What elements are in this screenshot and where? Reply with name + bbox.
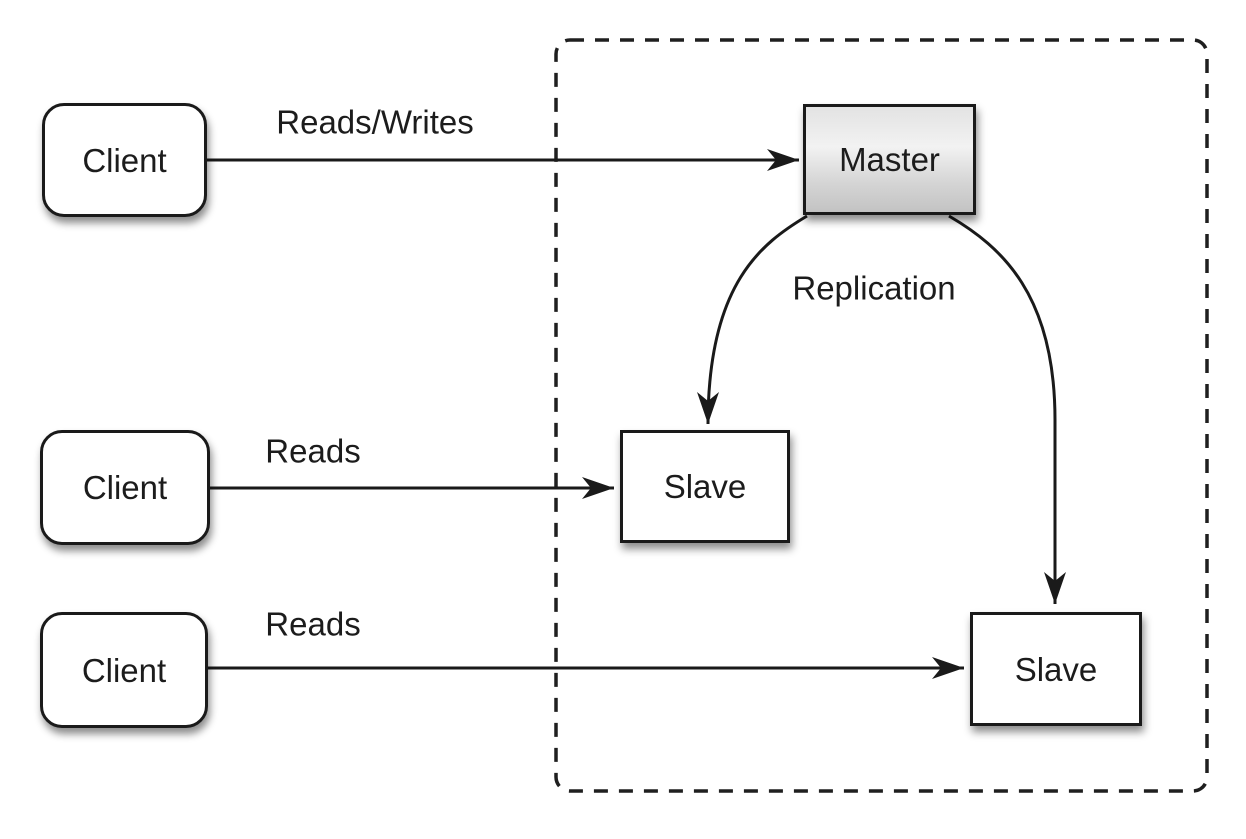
edge-label-reads-bottom: Reads xyxy=(265,605,361,643)
node-slave-bottom-label: Slave xyxy=(1014,650,1098,688)
node-slave-bottom: Slave xyxy=(970,612,1142,726)
edge-label-replication: Replication xyxy=(792,269,956,307)
node-slave-middle: Slave xyxy=(620,430,790,543)
node-client-1-label: Client xyxy=(82,141,167,179)
node-client-3-label: Client xyxy=(81,651,167,689)
node-client-1: Client xyxy=(42,103,207,217)
node-slave-middle-label: Slave xyxy=(663,468,747,505)
node-client-2: Client xyxy=(40,430,210,545)
edge-label-reads-middle: Reads xyxy=(265,432,361,470)
cluster-dashed-border xyxy=(554,38,1209,793)
node-client-2-label: Client xyxy=(82,469,168,506)
node-master-label: Master xyxy=(839,141,940,178)
node-master: Master xyxy=(803,104,976,215)
edge-master-slave-bottom-arrow xyxy=(948,214,1066,604)
edge-master-slave-middle-arrow xyxy=(697,214,808,425)
edge-label-reads-writes: Reads/Writes xyxy=(276,103,474,141)
node-client-3: Client xyxy=(40,612,208,728)
